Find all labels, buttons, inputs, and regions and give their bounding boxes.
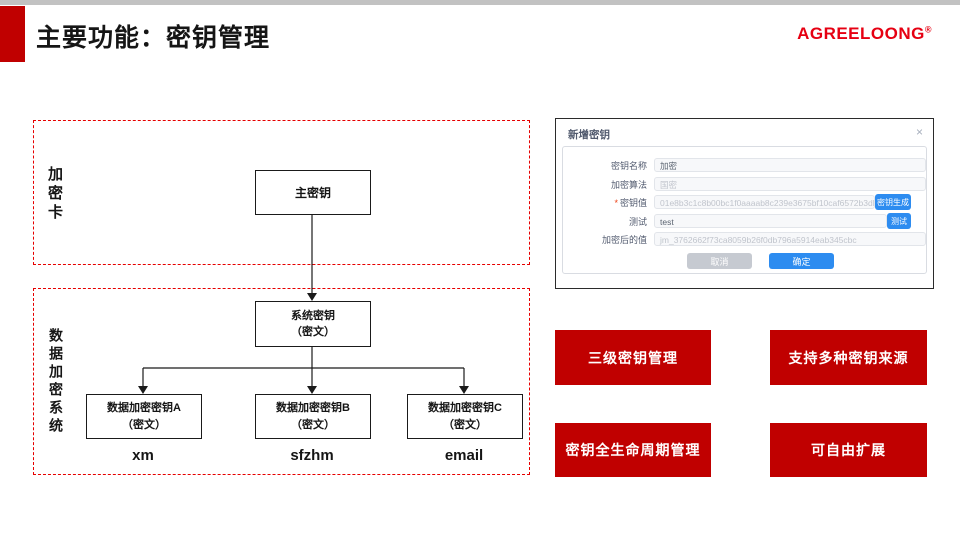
zone-encryption-card — [33, 120, 530, 265]
node-data-key-b-line1: 数据加密密钥B — [276, 402, 350, 414]
node-data-key-c-line1: 数据加密密钥C — [428, 402, 502, 414]
required-mark: * — [614, 197, 618, 208]
registered-mark: ® — [924, 24, 932, 35]
zone-data-encryption-system — [33, 288, 530, 475]
feature-key-lifecycle-management: 密钥全生命周期管理 — [555, 423, 711, 477]
field-label-sfzhm: sfzhm — [290, 447, 334, 464]
node-data-key-a: 数据加密密钥A （密文） — [86, 394, 202, 439]
form-row-test: 测试 test 测试 — [563, 213, 926, 229]
node-master-key: 主密钥 — [255, 170, 371, 215]
test-label: 测试 — [628, 216, 647, 227]
key-value-label-text: 密钥值 — [619, 197, 647, 208]
add-key-dialog: 新增密钥 × 密钥名称 加密 加密算法 国密 *密钥值 01e8b3c1c8b0… — [555, 118, 934, 289]
dialog-title: 新增密钥 — [568, 129, 610, 141]
node-system-key: 系统密钥 （密文） — [255, 301, 371, 347]
zone-encryption-card-label: 加密卡 — [46, 166, 63, 223]
encrypted-value-label: 加密后的值 — [601, 234, 647, 245]
page-title: 主要功能：密钥管理 — [36, 24, 271, 52]
test-button[interactable]: 测试 — [887, 213, 911, 229]
field-label-email: email — [444, 447, 484, 464]
key-name-label: 密钥名称 — [610, 160, 647, 171]
brand-logo-text: AGREELOONG — [797, 24, 925, 43]
encrypted-value-input[interactable]: jm_3762662f73ca8059b26f0db796a5914eab345… — [654, 232, 926, 246]
form-row-key-value: *密钥值 01e8b3c1c8b00bc1f0aaaab8c239e3675bf… — [563, 194, 926, 210]
node-data-key-a-line2: （密文） — [122, 418, 166, 431]
key-name-input[interactable]: 加密 — [654, 158, 926, 172]
node-system-key-line1: 系统密钥 — [291, 309, 335, 322]
node-system-key-line2: （密文） — [291, 326, 335, 338]
zone-data-encryption-system-label: 数据加密系统 — [48, 328, 64, 436]
key-value-input[interactable]: 01e8b3c1c8b00bc1f0aaaab8c239e3675bf10caf… — [654, 195, 875, 209]
brand-logo: AGREELOONG® — [797, 24, 932, 44]
key-value-label: *密钥值 — [563, 196, 647, 209]
node-data-key-c-line2: （密文） — [443, 418, 487, 431]
node-data-key-b: 数据加密密钥B （密文） — [255, 394, 371, 439]
form-row-encrypted-value: 加密后的值 jm_3762662f73ca8059b26f0db796a5914… — [563, 232, 926, 246]
top-strip — [0, 0, 960, 5]
title-accent-square — [0, 6, 25, 62]
feature-multiple-key-sources: 支持多种密钥来源 — [770, 330, 927, 385]
node-data-key-c: 数据加密密钥C （密文） — [407, 394, 523, 439]
node-master-key-label: 主密钥 — [294, 185, 331, 200]
ok-button[interactable]: 确定 — [769, 253, 834, 269]
close-icon[interactable]: × — [915, 125, 923, 139]
form-row-key-name: 密钥名称 加密 — [563, 158, 926, 172]
algorithm-label: 加密算法 — [610, 179, 647, 190]
generate-key-button[interactable]: 密钥生成 — [875, 194, 911, 210]
node-data-key-a-line1: 数据加密密钥A — [107, 402, 181, 414]
dialog-body: 密钥名称 加密 加密算法 国密 *密钥值 01e8b3c1c8b00bc1f0a… — [562, 146, 927, 274]
feature-freely-extensible: 可自由扩展 — [770, 423, 927, 477]
field-label-xm: xm — [132, 447, 154, 464]
algorithm-input[interactable]: 国密 — [654, 177, 926, 191]
node-data-key-b-line2: （密文） — [291, 418, 335, 431]
form-row-algorithm: 加密算法 国密 — [563, 177, 926, 191]
cancel-button[interactable]: 取消 — [687, 253, 752, 269]
test-input[interactable]: test — [654, 214, 887, 228]
feature-three-level-key-management: 三级密钥管理 — [555, 330, 711, 385]
